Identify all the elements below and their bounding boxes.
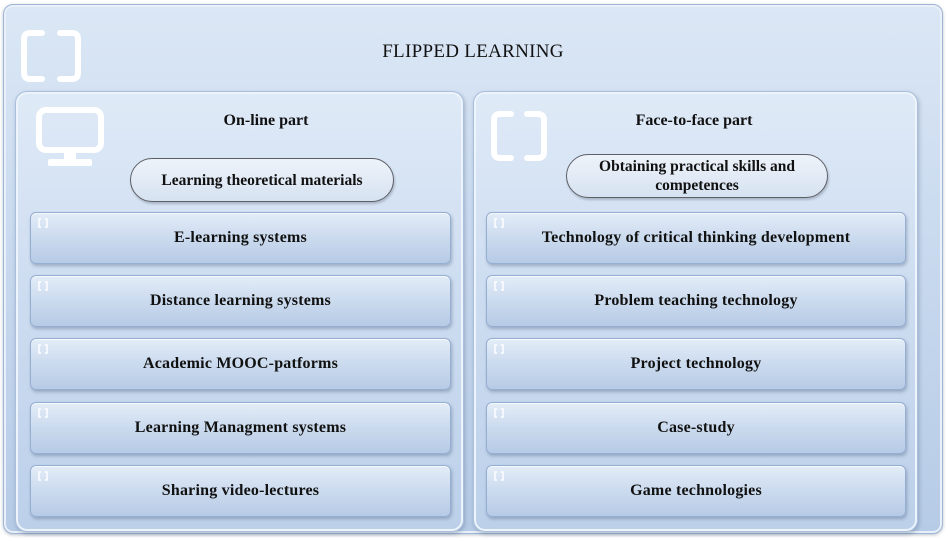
small-bracket-icon — [38, 408, 48, 418]
small-bracket-icon — [494, 218, 504, 228]
online-part-title: On-line part — [223, 112, 309, 129]
small-bracket-icon — [38, 218, 48, 228]
online-item-e-learning: E-learning systems — [30, 212, 451, 264]
small-bracket-icon — [38, 471, 48, 481]
small-bracket-icon — [38, 344, 48, 354]
face-to-face-goal-pill: Obtaining practical skills and competenc… — [566, 154, 828, 198]
small-bracket-icon — [494, 408, 504, 418]
item-label: Problem teaching technology — [594, 292, 798, 309]
item-label: Distance learning systems — [150, 292, 331, 309]
item-label: Game technologies — [630, 482, 762, 499]
f2f-item-critical-thinking: Technology of critical thinking developm… — [486, 212, 906, 264]
online-item-distance-learning: Distance learning systems — [30, 275, 451, 327]
f2f-item-case-study: Case-study — [486, 402, 906, 454]
item-label: Learning Managment systems — [134, 419, 347, 436]
bracket-frame-icon — [21, 30, 81, 82]
item-label: Academic MOOC-patforms — [142, 355, 339, 372]
item-label: Technology of critical thinking developm… — [541, 229, 851, 246]
small-bracket-icon — [38, 281, 48, 291]
flipped-learning-diagram: FLIPPED LEARNING On-line part Learning t… — [3, 4, 943, 534]
face-to-face-part-panel: Face-to-face part Obtaining practical sk… — [473, 91, 918, 532]
face-to-face-part-title: Face-to-face part — [635, 112, 753, 129]
item-label: Sharing video-lectures — [161, 482, 320, 499]
item-label: Project technology — [630, 355, 762, 372]
item-label: Case-study — [657, 419, 735, 436]
online-goal-pill: Learning theoretical materials — [130, 158, 394, 202]
diagram-title: FLIPPED LEARNING — [382, 41, 564, 62]
f2f-item-game-technologies: Game technologies — [486, 465, 906, 517]
small-bracket-icon — [494, 344, 504, 354]
small-bracket-icon — [494, 471, 504, 481]
item-label: E-learning systems — [174, 229, 307, 246]
online-part-panel: On-line part Learning theoretical materi… — [15, 91, 464, 532]
bracket-frame-icon — [491, 111, 547, 161]
online-item-video-lectures: Sharing video-lectures — [30, 465, 451, 517]
online-item-lms: Learning Managment systems — [30, 402, 451, 454]
small-bracket-icon — [494, 281, 504, 291]
monitor-icon — [36, 107, 104, 166]
online-item-mooc: Academic MOOC-patforms — [30, 338, 451, 390]
f2f-item-problem-teaching: Problem teaching technology — [486, 275, 906, 327]
f2f-item-project: Project technology — [486, 338, 906, 390]
